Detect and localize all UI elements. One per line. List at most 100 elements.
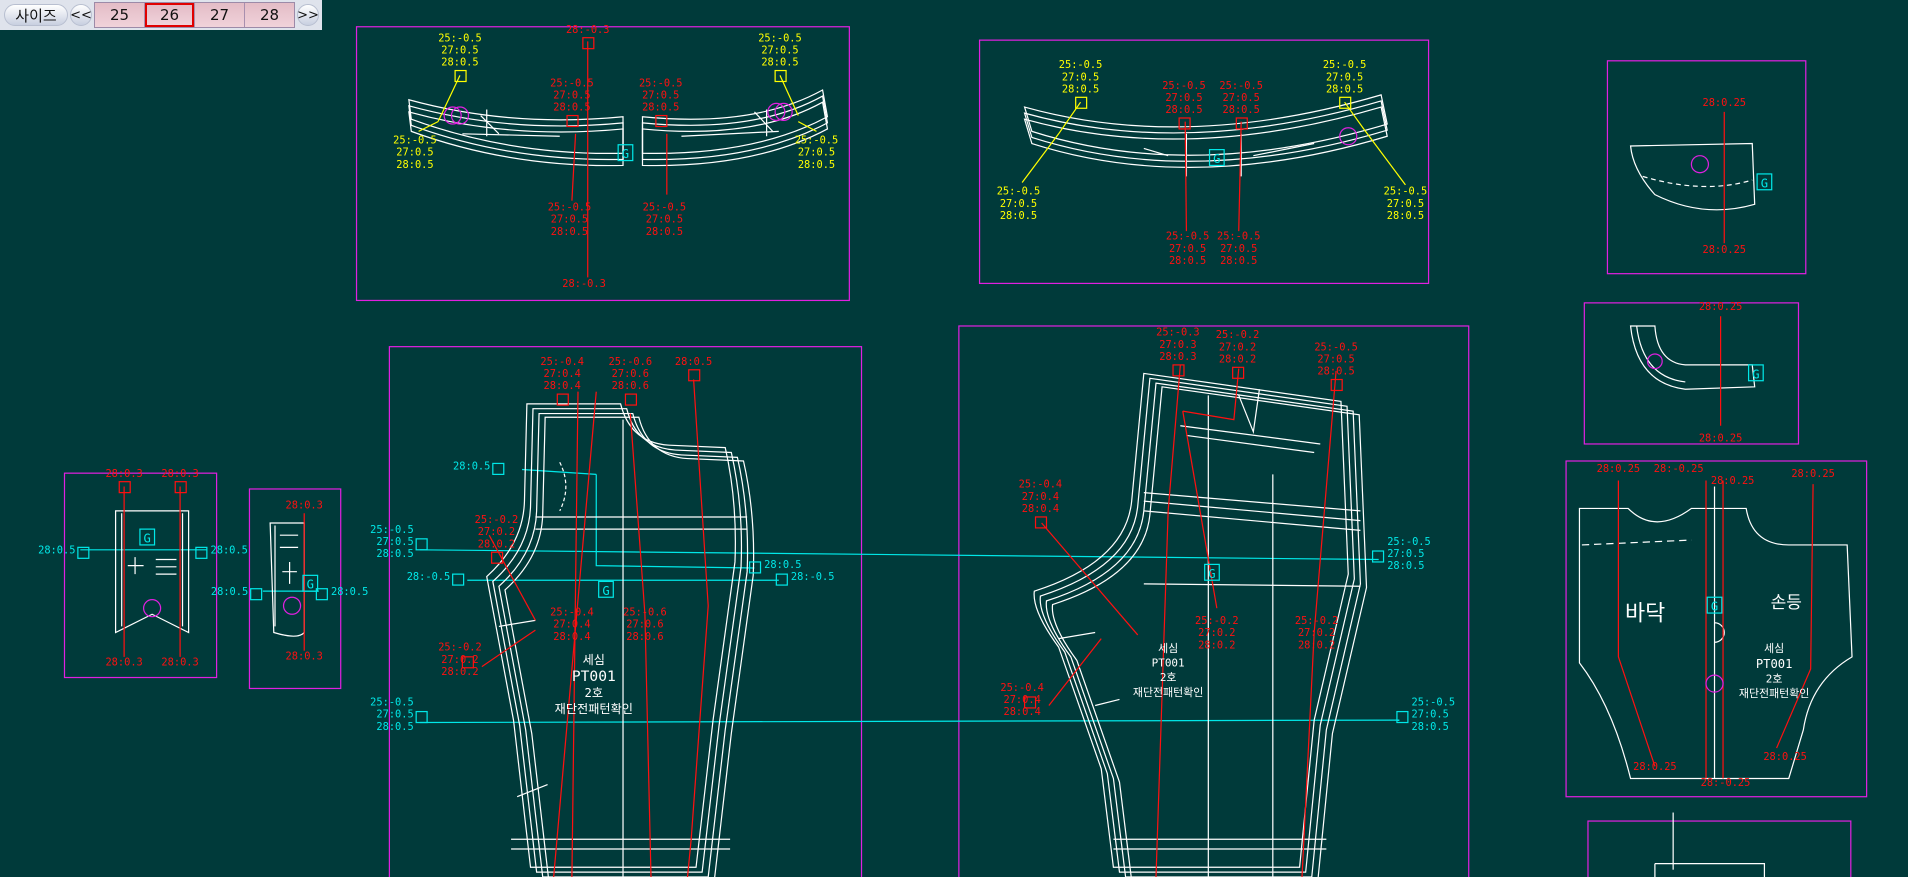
grade-point-marker[interactable] [195,546,208,559]
grade-point-marker[interactable] [556,393,569,406]
grade-point-marker[interactable] [774,69,787,83]
grade-point-marker[interactable] [1075,96,1088,109]
grade-label[interactable]: 28:0.3 [105,656,142,668]
size-25-button[interactable]: 25 [95,3,144,27]
grade-point-marker[interactable] [1339,96,1352,109]
piece-box-belt-loop[interactable] [63,472,218,679]
grade-point-marker[interactable] [118,481,131,494]
grade-point-marker[interactable] [315,588,328,601]
grade-label[interactable]: 28:-0.3 [566,24,610,50]
grade-label[interactable]: 28:0.25 [1699,301,1743,313]
grade-point-marker[interactable] [454,69,467,83]
grade-point-marker[interactable] [77,546,90,559]
grade-label[interactable]: 28:0.25 [1702,244,1746,256]
grade-point-marker[interactable] [1396,710,1409,724]
grade-label[interactable]: 28:0.5 [748,559,802,574]
grade-label[interactable]: 28:-0.25 [1654,463,1704,475]
grade-point-marker[interactable] [582,37,595,50]
piece-box-front-pants[interactable] [388,346,863,877]
grade-point-marker[interactable] [492,462,505,475]
grade-point-marker[interactable] [461,656,474,669]
size-27-button[interactable]: 27 [195,3,244,27]
grade-point-marker[interactable] [1235,117,1248,130]
grade-point-marker[interactable] [1034,516,1048,529]
grade-label[interactable]: 28:0.3 [161,468,199,494]
grade-label[interactable]: 28:0.5 [453,461,505,475]
grade-label[interactable]: 28:0.25 [1597,463,1641,475]
grade-point-marker[interactable] [1371,550,1385,563]
grade-point-marker[interactable] [1172,364,1185,377]
size-26-button[interactable]: 26 [145,3,194,27]
size-28-button[interactable]: 28 [245,3,294,27]
grade-point-marker[interactable] [566,114,579,128]
grade-label[interactable]: 28:0.5 [315,586,368,601]
grade-point-marker[interactable] [174,481,187,494]
piece-box-pocket-bag[interactable] [1565,460,1868,798]
grade-label[interactable]: 28:0.5 [38,544,90,559]
grade-point-marker[interactable] [624,393,638,406]
grade-label[interactable]: 28:0.5 [675,356,712,382]
piece-box-pocket-facing[interactable] [1606,60,1807,275]
grade-point-marker[interactable] [655,114,668,128]
piece-box-waistband-front[interactable] [355,26,850,302]
piece-box-back-pants[interactable] [958,325,1470,877]
next-size-button[interactable]: >> [297,4,319,26]
grade-label[interactable]: 28:-0.5 [407,571,465,586]
grade-point-marker[interactable] [1023,696,1037,709]
grade-label[interactable]: 28:0.25 [1791,468,1835,480]
grade-point-marker[interactable] [688,369,701,382]
grade-point-marker[interactable] [415,538,428,551]
grade-point-marker[interactable] [1178,117,1191,130]
grade-point-marker[interactable] [1330,378,1343,392]
grade-point-marker[interactable] [748,561,762,574]
piece-box-pocket-small[interactable] [1583,302,1800,445]
grade-point-marker[interactable] [490,551,504,564]
grade-label[interactable]: 28:0.5 [195,544,248,559]
grade-label[interactable]: 28:0.25 [1633,761,1677,773]
grade-label[interactable]: 28:0.25 [1702,97,1746,109]
grade-label[interactable]: 28:0.3 [286,650,323,662]
grade-point-marker[interactable] [452,573,465,586]
piece-box-waistband-back[interactable] [978,39,1430,285]
piece-box-bottom-right[interactable] [1587,820,1852,877]
grade-label[interactable]: 28:0.3 [161,656,198,668]
grade-label[interactable]: 28:-0.3 [562,278,606,290]
grade-point-marker[interactable] [775,573,788,586]
grade-label[interactable]: 28:0.25 [1763,751,1807,763]
piece-box-fly[interactable] [248,488,342,690]
grade-point-marker[interactable] [415,710,428,724]
prev-size-button[interactable]: << [70,4,92,26]
